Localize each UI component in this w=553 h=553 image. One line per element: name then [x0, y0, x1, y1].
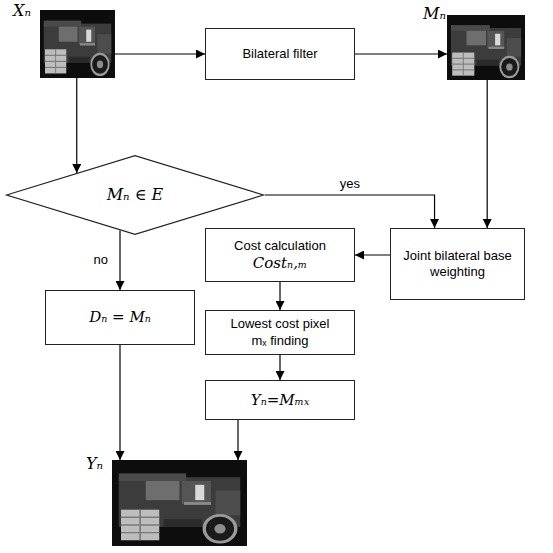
flow-arrow — [237, 420, 238, 460]
node-text: Cost calculation — [234, 238, 326, 254]
output-image — [112, 460, 247, 546]
process-box: Dₙ = Mₙ — [45, 290, 195, 345]
input-image: Xₙ — [40, 10, 115, 78]
process-box: Cost calculationCostₙ,ₘ — [205, 228, 355, 282]
node-text: Joint bilateral base weighting — [403, 248, 513, 281]
branch-label: no — [92, 252, 110, 268]
flow-arrow — [355, 254, 390, 255]
flow-arrow — [487, 80, 488, 228]
process-box: Lowest cost pixel mₓ finding — [205, 310, 355, 355]
image-label: Yₙ — [86, 454, 103, 474]
output-image: Yₙ — [112, 460, 247, 546]
node-text: Bilateral filter — [242, 46, 317, 62]
decision-diamond: Mₙ ∈ E — [5, 155, 265, 235]
node-text: Yₙ=Mₘₓ — [251, 391, 309, 410]
node-text: Mₙ ∈ E — [107, 185, 164, 205]
filtered-image — [447, 15, 525, 80]
flow-arrow — [119, 230, 120, 290]
flow-arrow — [76, 78, 77, 173]
branch-label: yes — [338, 176, 362, 192]
process-box: Yₙ=Mₘₓ — [205, 380, 355, 420]
process-box: Joint bilateral base weighting — [390, 228, 525, 300]
input-image — [40, 10, 115, 78]
node-text: Lowest cost pixel mₓ finding — [226, 316, 334, 349]
decision-diamond-shape — [7, 156, 264, 235]
node-text: Costₙ,ₘ — [253, 254, 307, 273]
image-label: Xₙ — [13, 1, 31, 21]
flow-arrow — [279, 355, 280, 380]
flow-arrow — [355, 53, 447, 54]
flow-arrow — [279, 282, 280, 310]
process-box: Bilateral filter — [205, 28, 355, 80]
node-text: Dₙ = Mₙ — [89, 308, 151, 327]
flow-arrow — [265, 195, 435, 228]
image-label: Mₙ — [423, 4, 446, 24]
flow-arrow — [115, 53, 205, 54]
flow-arrow — [119, 345, 120, 460]
filtered-image: Mₙ — [447, 15, 525, 80]
